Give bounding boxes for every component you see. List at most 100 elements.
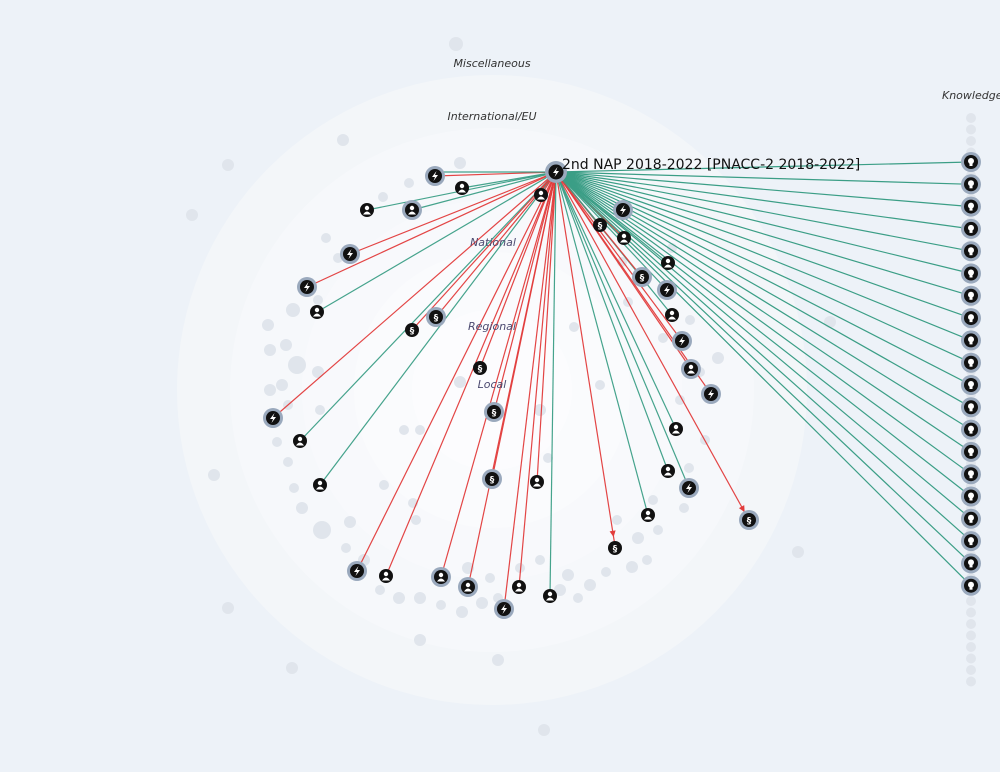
policy-node[interactable]: § — [473, 361, 487, 375]
focus-node[interactable] — [545, 161, 567, 183]
actor-node[interactable] — [431, 567, 451, 587]
background-node — [414, 634, 426, 646]
bulb-base — [969, 341, 973, 345]
knowledge-node[interactable] — [961, 508, 981, 529]
knowledge-node[interactable] — [961, 174, 981, 195]
action-node[interactable] — [425, 166, 445, 186]
knowledge-node[interactable] — [961, 352, 981, 373]
actor-node[interactable] — [402, 200, 422, 220]
action-node[interactable] — [701, 384, 721, 404]
actor-node[interactable] — [534, 188, 548, 202]
policy-node[interactable]: § — [482, 469, 502, 489]
actor-node[interactable] — [455, 181, 469, 195]
knowledge-node[interactable] — [961, 553, 981, 574]
action-node[interactable] — [679, 478, 699, 498]
policy-node[interactable]: § — [608, 541, 622, 555]
knowledge-node[interactable] — [961, 152, 981, 172]
policy-node[interactable]: § — [484, 402, 504, 422]
actor-node[interactable] — [661, 256, 675, 270]
knowledge-node[interactable] — [961, 308, 981, 329]
actor-node[interactable] — [617, 231, 631, 245]
action-node[interactable] — [494, 599, 514, 619]
bulb-base — [969, 163, 973, 166]
actor-node[interactable] — [293, 434, 307, 448]
background-node — [675, 395, 685, 405]
background-node — [222, 602, 234, 614]
person-head — [621, 233, 627, 239]
background-node — [612, 515, 622, 525]
person-head — [459, 183, 465, 189]
knowledge-node[interactable] — [961, 241, 981, 262]
background-node — [966, 630, 976, 641]
bulb-base — [969, 252, 973, 256]
action-node[interactable] — [340, 244, 360, 264]
person-body — [382, 577, 390, 581]
action-node[interactable] — [672, 331, 692, 351]
background-node — [456, 606, 468, 618]
knowledge-node[interactable] — [961, 263, 981, 284]
action-node[interactable] — [263, 408, 283, 428]
policy-node[interactable]: § — [593, 218, 607, 232]
bulb-base — [969, 408, 973, 412]
background-node — [554, 584, 566, 596]
knowledge-node[interactable] — [961, 531, 981, 552]
bulb-glass — [968, 559, 974, 566]
actor-node[interactable] — [458, 577, 478, 597]
edge-red — [518, 171, 557, 588]
edge-red — [385, 171, 557, 577]
edge-red — [536, 171, 557, 483]
actor-node[interactable] — [512, 580, 526, 594]
actor-node[interactable] — [661, 464, 675, 478]
background-node — [538, 724, 550, 736]
knowledge-node[interactable] — [961, 575, 981, 596]
action-node[interactable] — [347, 561, 367, 581]
actor-node[interactable] — [681, 359, 701, 379]
policy-node[interactable]: § — [405, 323, 419, 337]
knowledge-node[interactable] — [961, 441, 981, 462]
policy-node[interactable]: § — [632, 267, 652, 287]
person-head — [665, 258, 671, 264]
knowledge-node[interactable] — [961, 397, 981, 418]
person-body — [664, 472, 672, 476]
node-core — [487, 405, 501, 419]
ring-label-national: National — [470, 236, 516, 249]
knowledge-node[interactable] — [961, 486, 981, 507]
person-body — [620, 239, 628, 243]
lightning-glyph — [620, 205, 626, 215]
policy-node[interactable]: § — [426, 307, 446, 327]
person-head — [409, 205, 415, 211]
background-node — [653, 525, 663, 535]
background-node — [344, 516, 356, 528]
edge-green — [555, 171, 972, 497]
knowledge-node[interactable] — [961, 196, 981, 217]
edge-green — [555, 171, 972, 341]
edge-green — [411, 171, 557, 211]
focus-node-label[interactable]: 2nd NAP 2018-2022 [PNACC-2 2018-2022] — [562, 157, 861, 173]
knowledge-node[interactable] — [961, 419, 981, 440]
actor-node[interactable] — [360, 203, 374, 217]
actor-node[interactable] — [669, 422, 683, 436]
actor-node[interactable] — [530, 475, 544, 489]
knowledge-node[interactable] — [961, 218, 981, 239]
edge-arrowhead — [738, 505, 745, 513]
actor-node[interactable] — [310, 305, 324, 319]
knowledge-node[interactable] — [961, 464, 981, 485]
edge-red — [555, 171, 692, 370]
person-head — [665, 466, 671, 472]
background-node — [378, 192, 388, 202]
actor-node[interactable] — [641, 508, 655, 522]
knowledge-node[interactable] — [961, 285, 981, 306]
actor-node[interactable] — [543, 589, 557, 603]
action-node[interactable] — [297, 277, 317, 297]
action-node[interactable] — [613, 200, 633, 220]
actor-node[interactable] — [665, 308, 679, 322]
policy-node[interactable]: § — [739, 510, 759, 530]
knowledge-node[interactable] — [961, 375, 981, 395]
actor-node[interactable] — [379, 569, 393, 583]
action-node[interactable] — [657, 280, 677, 300]
knowledge-node[interactable] — [961, 330, 981, 351]
background-node — [685, 315, 695, 325]
actor-node[interactable] — [313, 478, 327, 492]
background-node — [966, 676, 976, 687]
edge-green — [555, 171, 649, 516]
